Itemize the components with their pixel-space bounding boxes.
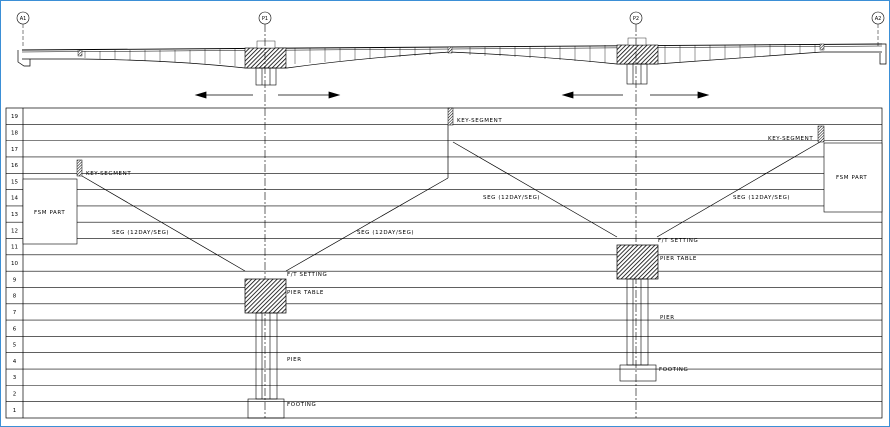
label-seg-p1-right: SEG (12DAY/SEG) — [357, 230, 414, 236]
pier-table-p2 — [616, 244, 659, 280]
pier-marker-p1: P1 — [258, 11, 272, 25]
pier-tag-a2: A2 — [875, 16, 882, 22]
pier-head-p1 — [244, 47, 287, 69]
pier-tag-p1: P1 — [262, 16, 268, 22]
label-seg-p2-right: SEG (12DAY/SEG) — [733, 195, 790, 201]
label-pier-p2: PIER — [660, 315, 675, 321]
label-ft-setting-p2: F/T SETTING — [658, 238, 698, 244]
label-footing-p1: FOOTING — [287, 402, 316, 408]
pier-head-p2 — [616, 44, 659, 65]
row-number: 4 — [13, 359, 17, 365]
p2-construction: F/T SETTING PIER TABLE PIER FOOTING — [616, 238, 698, 382]
pier-marker-a1: A1 — [16, 11, 30, 47]
row-number: 2 — [13, 392, 17, 398]
row-number: 9 — [13, 277, 17, 283]
row-number: 3 — [13, 375, 17, 381]
pier-marker-a2: A2 — [871, 11, 885, 47]
row-number: 11 — [11, 245, 18, 251]
label-seg-p1-left: SEG (12DAY/SEG) — [112, 230, 169, 236]
label-ft-setting-p1: F/T SETTING — [287, 272, 327, 278]
segment-ticks — [84, 44, 816, 66]
row-number: 15 — [11, 179, 18, 185]
label-footing-p2: FOOTING — [659, 367, 688, 373]
label-pier-table-p2: PIER TABLE — [660, 256, 697, 262]
key-segment-left — [76, 159, 83, 177]
pier-tag-a1: A1 — [20, 16, 27, 22]
row-number: 18 — [11, 130, 18, 136]
label-fsm-left: FSM PART — [34, 210, 65, 216]
pier-tag-p2: P2 — [633, 16, 639, 22]
label-key-center: KEY-SEGMENT — [457, 118, 502, 124]
label-pier-table-p1: PIER TABLE — [287, 290, 324, 296]
p1-construction: F/T SETTING PIER TABLE PIER FOOTING — [244, 272, 327, 419]
fsm-part-right — [823, 142, 883, 213]
row-number: 19 — [11, 114, 18, 120]
fsm-part-left — [22, 178, 78, 245]
cantilever-lines — [81, 125, 821, 272]
row-number: 14 — [11, 196, 18, 202]
erection-direction-arrows — [194, 91, 710, 99]
label-key-right: KEY-SEGMENT — [768, 136, 813, 142]
row-number: 13 — [11, 212, 18, 218]
row-number: 7 — [13, 310, 17, 316]
row-number: 5 — [13, 343, 17, 349]
label-fsm-right: FSM PART — [836, 175, 867, 181]
pier-table-p1 — [244, 278, 287, 314]
row-number: 17 — [11, 147, 18, 153]
label-key-left: KEY-SEGMENT — [86, 171, 131, 177]
label-pier-p1: PIER — [287, 357, 302, 363]
row-number: 6 — [13, 326, 17, 332]
key-segment-center — [447, 107, 454, 126]
row-number: 16 — [11, 163, 18, 169]
row-number: 8 — [13, 294, 17, 300]
pier-marker-p2: P2 — [629, 11, 643, 25]
row-number: 10 — [11, 261, 18, 267]
row-number: 1 — [13, 408, 17, 414]
key-segment-right — [817, 125, 825, 143]
row-number: 12 — [11, 228, 18, 234]
label-seg-p2-left: SEG (12DAY/SEG) — [483, 195, 540, 201]
bridge-elevation: A1 P1 P2 A2 — [16, 11, 887, 99]
